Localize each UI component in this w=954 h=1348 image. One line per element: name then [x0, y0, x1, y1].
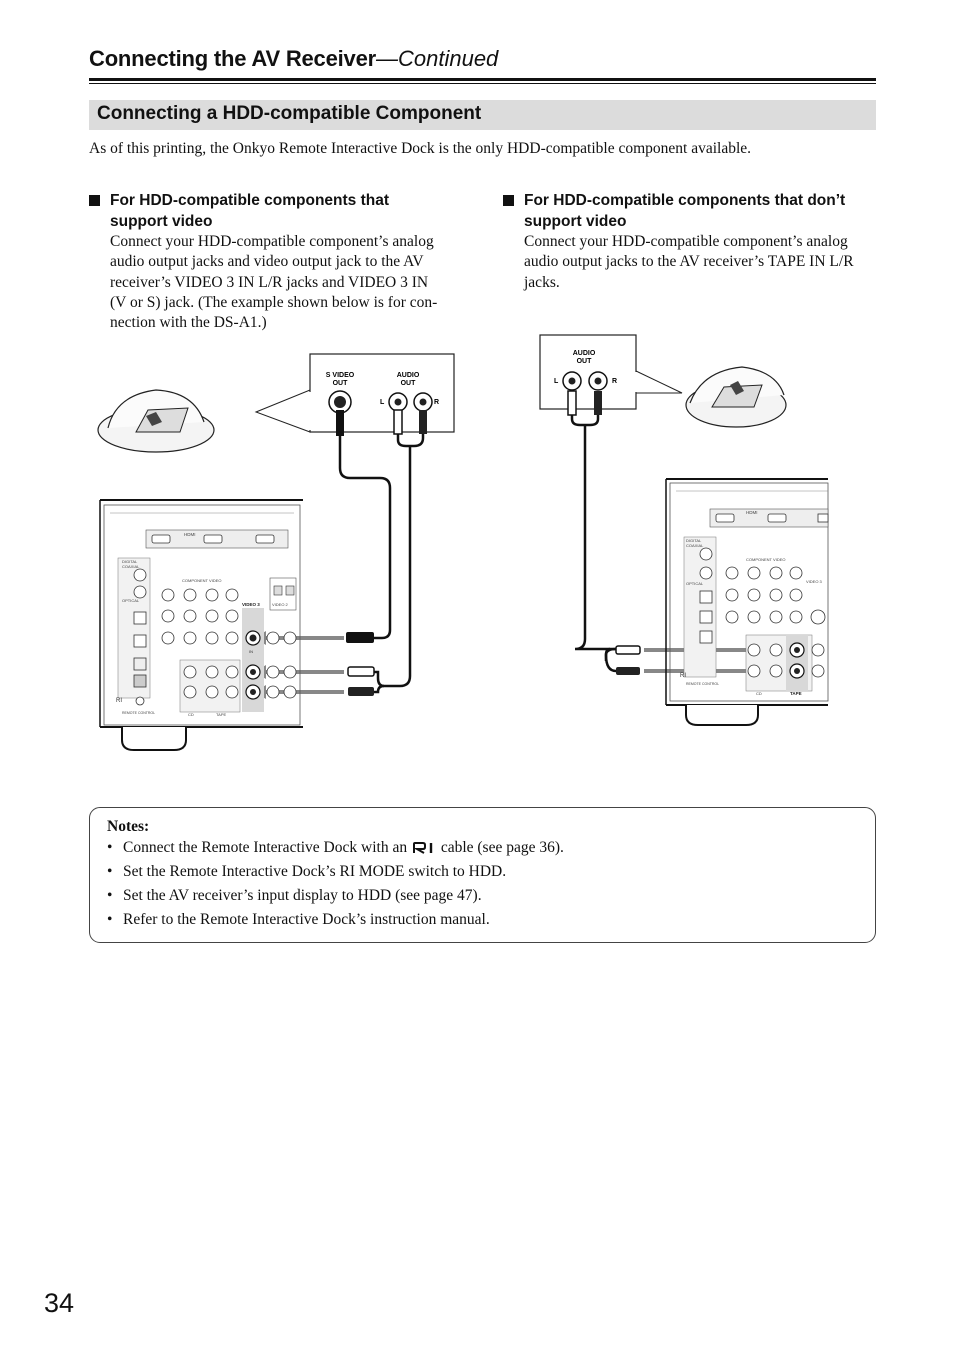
- left-body: Connect your HDD-compatible component’s …: [89, 232, 469, 333]
- left-body-line: receiver’s VIDEO 3 IN L/R jacks and VIDE…: [110, 273, 429, 291]
- right-connection-diagram: AUDIO OUT L R HDMI DIGITAL: [539, 334, 829, 726]
- page-number: 34: [44, 1288, 75, 1318]
- left-connection-diagram: S VIDEO OUT AUDIO OUT L R HDMI: [97, 353, 455, 751]
- left-channel-label: L: [380, 399, 385, 406]
- bullet: •: [107, 839, 113, 856]
- right-body-line: Connect your HDD-compatible component’s …: [524, 233, 848, 250]
- page-header: Connecting the AV Receiver—Continued: [89, 46, 876, 84]
- tape-label: TAPE: [216, 712, 226, 717]
- left-instruction-column: For HDD-compatible components that suppo…: [89, 191, 469, 333]
- cd-label: CD: [756, 691, 762, 696]
- remote-control-label: REMOTE CONTROL: [686, 682, 719, 686]
- component-video-label: COMPONENT VIDEO: [182, 578, 222, 583]
- note-text: Refer to the Remote Interactive Dock’s i…: [123, 911, 490, 928]
- right-instruction-column: For HDD-compatible components that don’t…: [503, 191, 881, 293]
- right-channel-label: R: [434, 399, 439, 406]
- left-body-line: (V or S) jack. (The example shown below …: [110, 293, 438, 311]
- svideo-cable: [338, 436, 392, 640]
- audio-out-label: AUDIO: [397, 372, 420, 379]
- right-heading-line: support video: [524, 212, 627, 230]
- page-title: Connecting the AV Receiver: [89, 46, 376, 71]
- left-heading-line: support video: [110, 212, 213, 230]
- left-body-line: audio output jacks and video output jack…: [110, 253, 424, 271]
- optical-label: OPTICAL: [122, 598, 140, 603]
- audio-out-label: OUT: [401, 380, 417, 387]
- audio-cable: [384, 446, 412, 688]
- digital-label: DIGITAL: [686, 538, 702, 543]
- audio-cable: [574, 425, 616, 651]
- svideo-plug-icon: [346, 632, 374, 643]
- note-text: Connect the Remote Interactive Dock with…: [123, 839, 408, 856]
- in-label: IN: [249, 649, 253, 654]
- square-bullet-icon: [503, 195, 514, 206]
- header-rule-thick: [89, 78, 876, 81]
- digital-label: DIGITAL: [122, 559, 138, 564]
- ri-logo-icon: [412, 842, 433, 854]
- left-heading-line: For HDD-compatible components that: [110, 192, 390, 209]
- notes-box: Notes: • Connect the Remote Interactive …: [89, 807, 876, 943]
- bullet: •: [107, 863, 113, 880]
- section-heading-band: Connecting a HDD-compatible Component: [89, 100, 876, 130]
- header-rule-thin: [89, 83, 876, 84]
- section-title: Connecting a HDD-compatible Component: [97, 103, 482, 124]
- note-item: • Set the AV receiver’s input display to…: [107, 887, 564, 911]
- left-body-line: Connect your HDD-compatible component’s …: [110, 233, 434, 250]
- av-receiver-rear-panel: HDMI DIGITAL COAXIAL OPTICAL RI REMOTE C…: [99, 499, 303, 751]
- note-item: • Connect the Remote Interactive Dock wi…: [107, 839, 564, 863]
- video3-label: VIDEO 3: [242, 602, 260, 607]
- cd-label: CD: [188, 712, 194, 717]
- right-heading-line: For HDD-compatible components that don’t: [524, 192, 846, 209]
- coaxial-label: COAXIAL: [686, 543, 704, 548]
- note-text: cable (see page 36).: [440, 839, 564, 856]
- right-body: Connect your HDD-compatible component’s …: [503, 232, 881, 293]
- left-heading: For HDD-compatible components that suppo…: [89, 191, 469, 232]
- bullet: •: [107, 887, 113, 904]
- tape-label: TAPE: [790, 691, 802, 696]
- right-channel-label: R: [612, 378, 617, 385]
- output-panel-callout: [309, 353, 455, 433]
- av-receiver-rear-panel: HDMI DIGITAL COAXIAL OPTICAL RI REMOTE C…: [665, 478, 829, 726]
- intro-paragraph: As of this printing, the Onkyo Remote In…: [89, 140, 752, 157]
- notes-title: Notes:: [107, 818, 150, 835]
- notes-list: • Connect the Remote Interactive Dock wi…: [107, 839, 564, 935]
- svideo-out-label: S VIDEO: [326, 372, 355, 379]
- video3-label: VIDEO 3: [806, 579, 823, 584]
- note-item: • Refer to the Remote Interactive Dock’s…: [107, 911, 564, 935]
- remote-control-label: REMOTE CONTROL: [122, 711, 155, 715]
- optical-label: OPTICAL: [686, 581, 704, 586]
- note-text: Set the AV receiver’s input display to H…: [123, 887, 482, 904]
- page-title-continued: —Continued: [375, 46, 499, 71]
- svideo-plug-icon: [336, 410, 344, 436]
- video2-label: VIDEO 2: [272, 602, 289, 607]
- output-panel-callout: [539, 334, 637, 410]
- hdmi-label: HDMI: [746, 510, 758, 515]
- hdmi-label: HDMI: [184, 532, 196, 537]
- right-body-line: audio output jacks to the AV receiver’s …: [524, 253, 854, 271]
- square-bullet-icon: [89, 195, 100, 206]
- component-video-label: COMPONENT VIDEO: [746, 557, 786, 562]
- remote-interactive-dock-illustration: [685, 366, 787, 428]
- audio-out-label: AUDIO: [573, 350, 596, 357]
- svideo-out-label: OUT: [333, 380, 349, 387]
- note-text: Set the Remote Interactive Dock’s RI MOD…: [123, 863, 507, 880]
- note-item: • Set the Remote Interactive Dock’s RI M…: [107, 863, 564, 887]
- right-body-line: jacks.: [524, 273, 560, 291]
- left-channel-label: L: [554, 378, 559, 385]
- ri-label: RI: [680, 673, 686, 679]
- bullet: •: [107, 911, 113, 928]
- right-heading: For HDD-compatible components that don’t…: [503, 191, 881, 232]
- coaxial-label: COAXIAL: [122, 564, 140, 569]
- ri-label: RI: [116, 698, 122, 704]
- audio-out-label: OUT: [577, 358, 593, 365]
- left-body-line: nection with the DS-A1.): [110, 314, 267, 332]
- remote-interactive-dock-illustration: [97, 389, 215, 453]
